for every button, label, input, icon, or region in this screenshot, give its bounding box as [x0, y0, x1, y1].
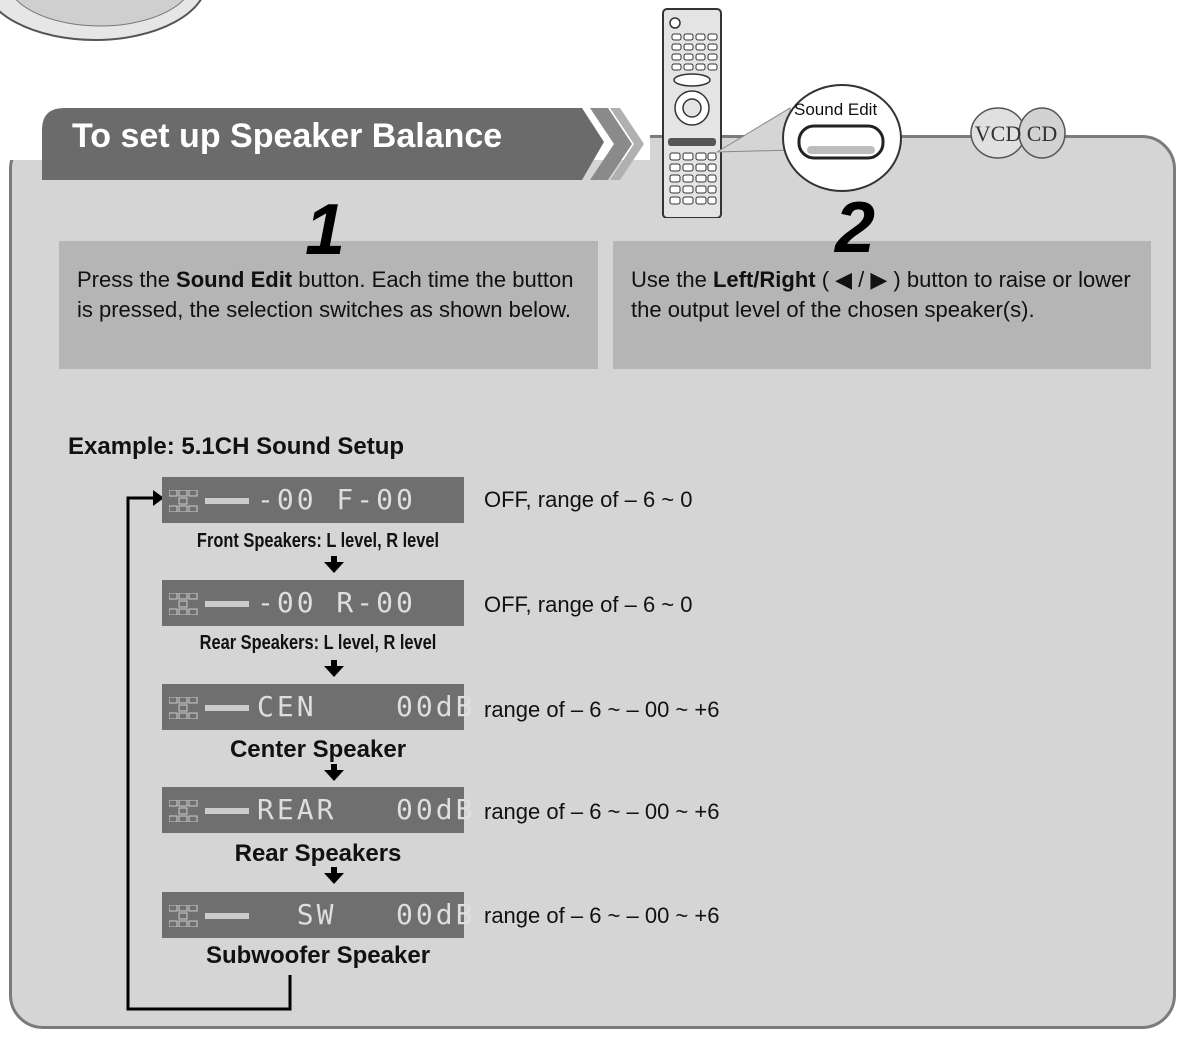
lcd-readout: -00 F-00 — [257, 483, 416, 516]
down-arrow-icon — [324, 660, 344, 677]
title-banner — [42, 108, 604, 180]
lcd-display-subwoofer: SW 00dB — [162, 892, 472, 938]
down-arrow-icon — [324, 867, 344, 884]
sound-edit-label: Sound Edit — [794, 100, 878, 119]
step-2-text-b: ( ◀ / ▶ ) button to raise or lower the o… — [631, 267, 1131, 322]
range-description: OFF, range of – 6 ~ 0 — [484, 592, 693, 617]
speaker-caption: Subwoofer Speaker — [205, 942, 431, 969]
cd-badge: CD — [1027, 121, 1058, 146]
step-2-number: 2 — [835, 188, 876, 268]
range-description: range of – 6 ~ – 00 ~ +6 — [484, 903, 720, 928]
lcd-readout: CEN 00dB — [257, 690, 476, 723]
sound-edit-button[interactable] — [797, 124, 885, 160]
range-description: range of – 6 ~ – 00 ~ +6 — [484, 799, 720, 824]
step-2-button-name: Left/Right — [712, 267, 816, 292]
step-2-text-a: Use the — [631, 267, 713, 292]
vcd-badge: VCD — [975, 121, 1021, 146]
range-description: OFF, range of – 6 ~ 0 — [484, 487, 693, 512]
range-description: range of – 6 ~ – 00 ~ +6 — [484, 697, 720, 722]
step-1-number: 1 — [305, 190, 346, 270]
page-title: To set up Speaker Balance — [72, 117, 503, 155]
step-1-button-name: Sound Edit — [176, 267, 293, 292]
speaker-indicator-icon — [169, 905, 249, 927]
down-arrow-icon — [324, 764, 344, 781]
down-arrow-icon — [324, 556, 344, 573]
speaker-caption: Rear Speakers: L level, R level — [199, 632, 437, 654]
lcd-readout: SW 00dB — [257, 898, 476, 931]
lcd-readout: -00 R-00 — [257, 586, 416, 619]
example-heading: Example: 5.1CH Sound Setup — [68, 433, 405, 460]
chevron-arrows-icon — [590, 108, 644, 180]
lcd-display-rear-level: REAR 00dB — [162, 787, 472, 833]
disc-graphic — [0, 0, 202, 41]
speaker-caption: Center Speaker — [229, 736, 407, 763]
lcd-display-front: -00 F-00 — [162, 477, 464, 523]
speaker-indicator-icon — [169, 800, 249, 822]
loop-back-arrow — [126, 490, 292, 1011]
lcd-display-center: CEN 00dB — [162, 684, 472, 730]
step-1-box: Press the Sound Edit button. Each time t… — [59, 241, 598, 369]
speaker-indicator-icon — [169, 593, 249, 615]
speaker-caption: Front Speakers: L level, R level — [196, 530, 440, 552]
step-2-box: Use the Left/Right ( ◀ / ▶ ) button to r… — [613, 241, 1151, 369]
lcd-display-rear: -00 R-00 — [162, 580, 464, 626]
speaker-indicator-icon — [169, 697, 249, 719]
speaker-indicator-icon — [169, 490, 249, 512]
remote-control-icon — [662, 8, 722, 218]
disc-badges: VCD CD — [970, 107, 1066, 159]
speaker-caption: Rear Speakers — [234, 840, 402, 867]
lcd-readout: REAR 00dB — [257, 793, 476, 826]
step-1-text-a: Press the — [77, 267, 177, 292]
step-1-text-b: button. Each time the button is pressed,… — [77, 267, 574, 322]
